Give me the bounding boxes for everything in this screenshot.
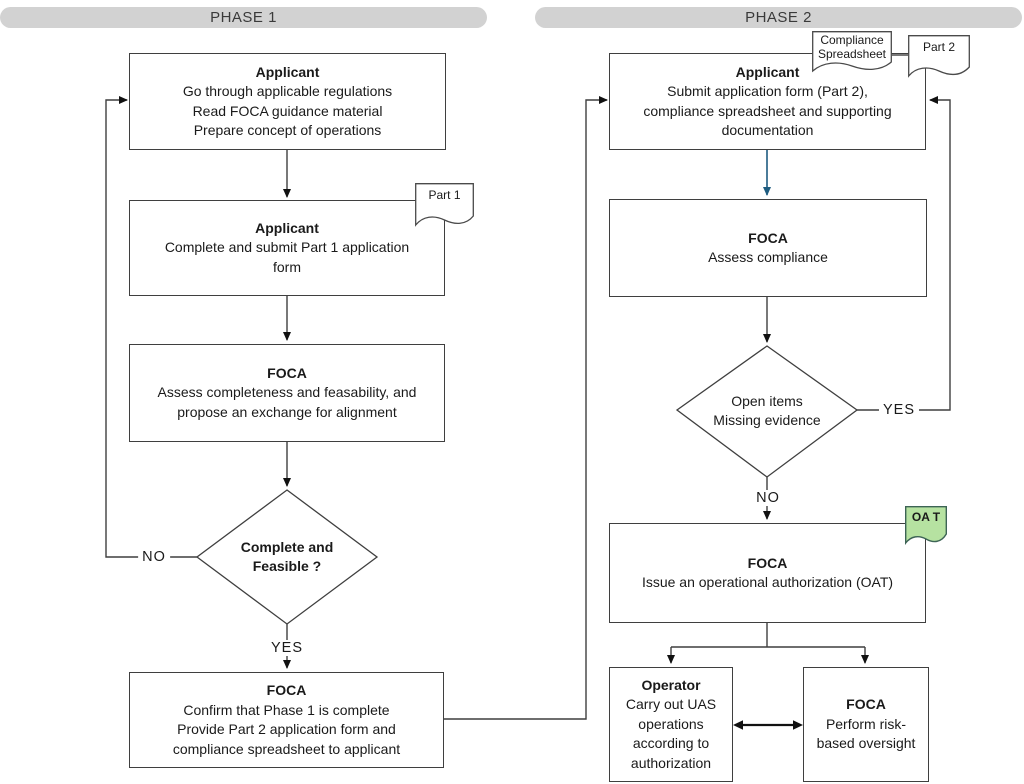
edge-label-yes-1: YES [266, 640, 308, 656]
node-body: Assess compliance [708, 249, 828, 265]
node-body: Issue an operational authorization (OAT) [641, 574, 894, 590]
edge-label-yes-2: YES [878, 402, 920, 418]
node-title: FOCA [846, 696, 886, 713]
node-applicant-prepare: Applicant Go through applicable regulati… [129, 53, 446, 150]
arrow-decision2-yes-loop [857, 96, 951, 411]
node-title: FOCA [266, 682, 307, 698]
oat-document-label: OA T [911, 510, 941, 524]
node-body: Go through applicable regulations Read F… [182, 83, 393, 138]
node-title: FOCA [748, 229, 788, 246]
node-body: Assess completeness and feasability, and… [157, 384, 417, 420]
node-foca-oversight: FOCA Perform risk- based oversight [803, 667, 929, 782]
arrow-a4-b1 [444, 96, 608, 720]
compliance-spreadsheet-document-icon: Compliance Spreadsheet [812, 31, 892, 73]
decision1-label: Complete and Feasible ? [240, 539, 334, 574]
node-title: Operator [641, 676, 701, 693]
node-title: FOCA [747, 554, 788, 571]
node-body: Complete and submit Part 1 application f… [164, 239, 410, 275]
double-arrow-operator-foca [733, 720, 803, 730]
node-foca-assess-completeness: FOCA Assess completeness and feasability… [129, 344, 445, 442]
node-title: Applicant [255, 63, 320, 80]
part2-document-icon: Part 2 [908, 35, 970, 78]
node-applicant-part1: Applicant Complete and submit Part 1 app… [129, 200, 445, 296]
node-body: Carry out UAS operations according to au… [625, 696, 717, 771]
decision2-label: Open items Missing evidence [713, 393, 821, 428]
node-title: Applicant [255, 219, 319, 236]
part2-document-label: Part 2 [922, 40, 955, 54]
part1-document-icon: Part 1 [415, 183, 474, 227]
edge-label-no-1: NO [138, 549, 170, 565]
edge-label-no-2: NO [752, 490, 784, 506]
node-foca-assess-compliance: FOCA Assess compliance [609, 199, 927, 297]
node-body: Confirm that Phase 1 is complete Provide… [172, 701, 401, 757]
node-foca-issue-oat: FOCA Issue an operational authorization … [609, 523, 926, 623]
node-foca-confirm-phase1: FOCA Confirm that Phase 1 is complete Pr… [129, 672, 444, 768]
node-applicant-submit-part2: Applicant Submit application form (Part … [609, 53, 926, 150]
compliance-spreadsheet-label: Compliance Spreadsheet [817, 33, 887, 61]
node-body: Perform risk- based oversight [816, 715, 916, 752]
node-title: Applicant [735, 63, 800, 80]
phase1-header: PHASE 1 [0, 7, 487, 28]
arrow-decision1-no-loop [105, 96, 197, 558]
node-operator-carry-out: Operator Carry out UAS operations accord… [609, 667, 733, 782]
phase2-header: PHASE 2 [535, 7, 1022, 28]
node-title: FOCA [267, 364, 307, 381]
part1-document-label: Part 1 [428, 188, 461, 202]
oat-document-icon: OA T [905, 506, 947, 545]
node-body: Submit application form (Part 2), compli… [643, 83, 892, 138]
